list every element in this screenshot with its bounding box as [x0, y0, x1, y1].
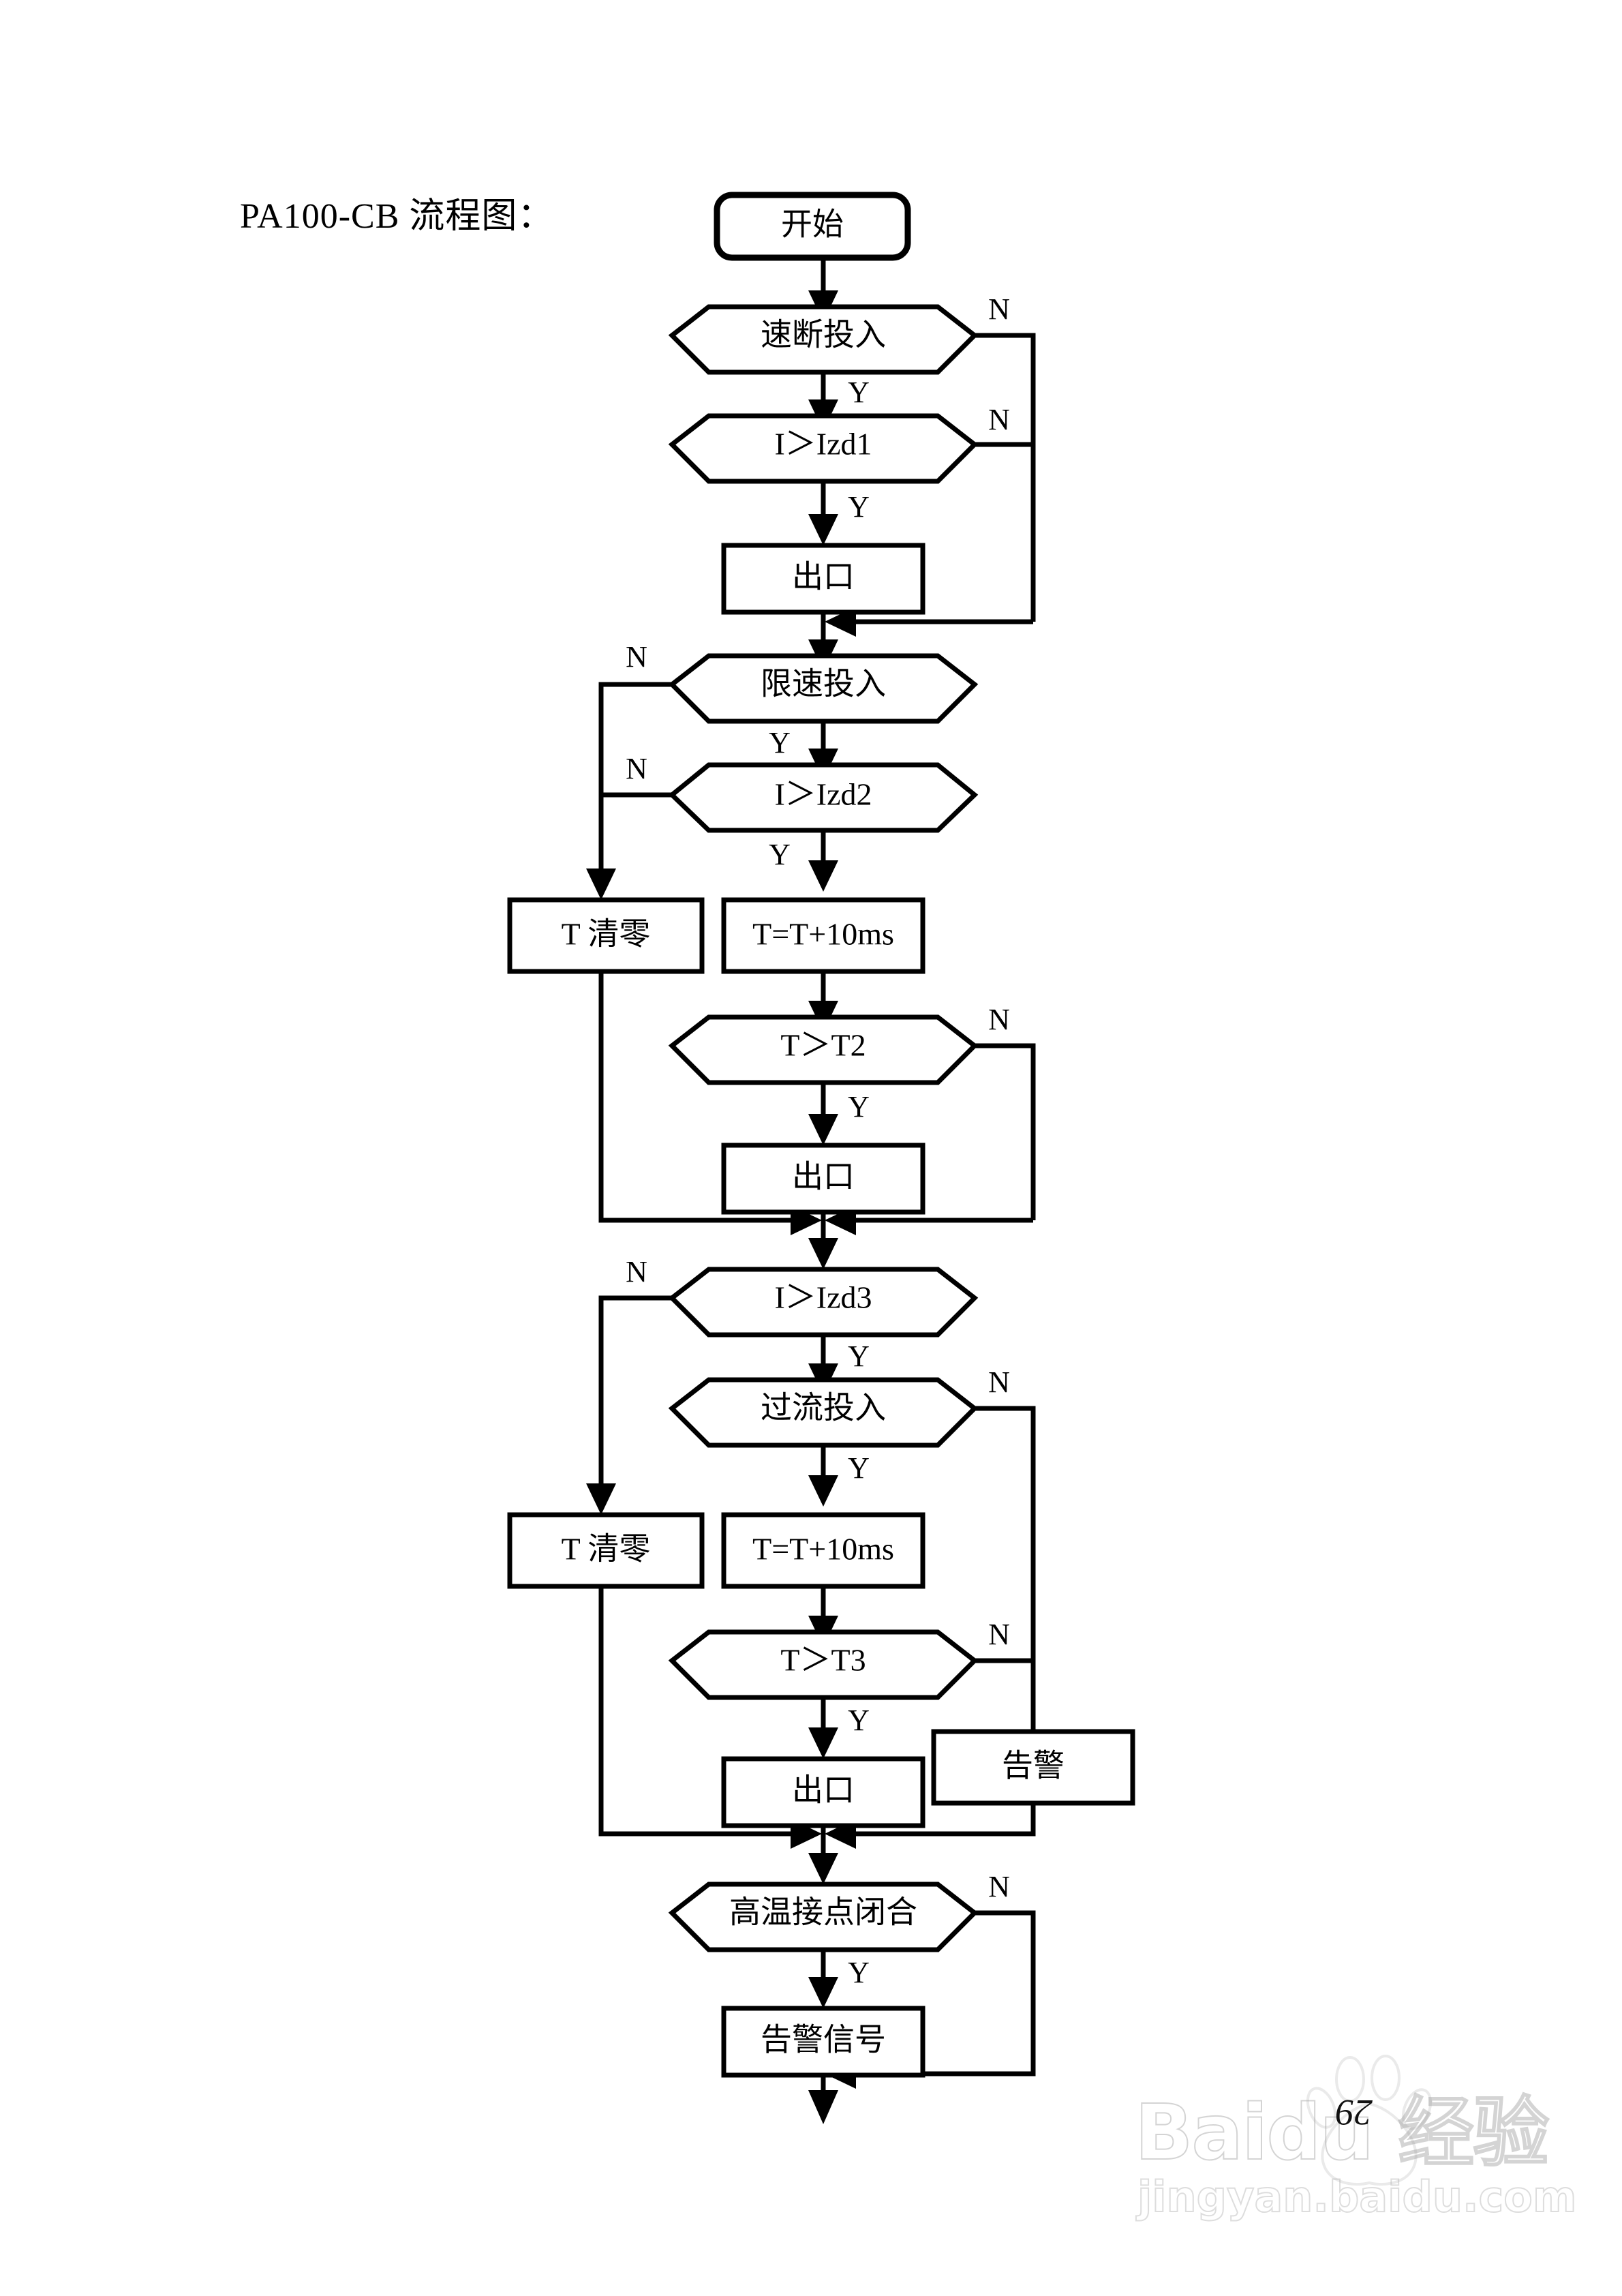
- node-guoliu-label: 过流投入: [761, 1391, 886, 1425]
- page-number: 29: [1336, 2092, 1373, 2133]
- node-izd1-label: I＞Izd1: [774, 427, 872, 462]
- node-sudan-decision[interactable]: 速断投入: [668, 304, 979, 375]
- node-exit3-process[interactable]: 出口: [721, 1756, 925, 1828]
- node-xiansu-label: 限速投入: [761, 667, 886, 701]
- node-izd3-label: I＞Izd3: [774, 1280, 872, 1315]
- branch-label-n-tgt3: N: [988, 1618, 1010, 1651]
- node-tgt2-label: T＞T2: [780, 1028, 866, 1063]
- node-guoliu-decision[interactable]: 过流投入: [668, 1377, 979, 1448]
- branch-label-n-izd3: N: [626, 1255, 647, 1288]
- branch-label-n-guoliu: N: [988, 1365, 1010, 1399]
- node-izd1-decision[interactable]: I＞Izd1: [668, 413, 979, 484]
- branch-label-y-hightemp: Y: [848, 1956, 870, 1989]
- branch-label-n-izd1: N: [988, 403, 1010, 436]
- node-clear2-process[interactable]: T 清零: [507, 1512, 705, 1589]
- node-start-label: 开始: [781, 207, 844, 242]
- node-clear1-process[interactable]: T 清零: [507, 897, 705, 974]
- branch-label-y-tgt2: Y: [848, 1090, 870, 1123]
- node-xiansu-decision[interactable]: 限速投入: [668, 653, 979, 724]
- branch-label-y-sudan: Y: [848, 376, 870, 409]
- node-clear1-label: T 清零: [562, 917, 651, 952]
- branch-label-y-izd3: Y: [848, 1340, 870, 1373]
- node-acc1-process[interactable]: T=T+10ms: [721, 897, 925, 974]
- branch-label-y-guoliu: Y: [848, 1451, 870, 1485]
- branch-label-n-izd2: N: [626, 752, 647, 785]
- branch-label-n-tgt2: N: [988, 1003, 1010, 1036]
- node-acc2-label: T=T+10ms: [752, 1532, 894, 1567]
- node-tgt3-label: T＞T3: [780, 1643, 866, 1678]
- node-acc2-process[interactable]: T=T+10ms: [721, 1512, 925, 1589]
- node-exit1-label: 出口: [792, 560, 855, 594]
- branch-label-y-izd2: Y: [769, 838, 791, 871]
- node-alarm-process[interactable]: 告警: [931, 1729, 1135, 1806]
- node-start[interactable]: 开始: [714, 192, 911, 261]
- branch-labels: N Y N Y N Y N Y N Y N Y N Y N Y N Y: [626, 292, 1010, 1989]
- branch-label-y-tgt3: Y: [848, 1704, 870, 1737]
- branch-label-n-hightemp: N: [988, 1870, 1010, 1903]
- branch-label-y-xiansu: Y: [769, 726, 791, 759]
- page-title: PA100-CB 流程图：: [240, 197, 554, 236]
- node-clear2-label: T 清零: [562, 1532, 651, 1567]
- node-tgt3-decision[interactable]: T＞T3: [668, 1629, 979, 1700]
- node-tgt2-decision[interactable]: T＞T2: [668, 1014, 979, 1085]
- node-alarm-label: 告警: [1002, 1749, 1065, 1783]
- node-acc1-label: T=T+10ms: [752, 917, 894, 952]
- node-exit1-process[interactable]: 出口: [721, 543, 925, 615]
- branch-label-n-sudan: N: [988, 292, 1010, 326]
- node-exit3-label: 出口: [792, 1773, 855, 1808]
- node-izd3-decision[interactable]: I＞Izd3: [668, 1267, 979, 1338]
- node-izd2-label: I＞Izd2: [774, 777, 872, 812]
- node-sudan-label: 速断投入: [761, 318, 886, 352]
- node-hightemp-decision[interactable]: 高温接点闭合: [668, 1882, 979, 1952]
- node-alarmsig-process[interactable]: 告警信号: [721, 2006, 925, 2078]
- node-exit2-process[interactable]: 出口: [721, 1143, 925, 1215]
- branch-label-n-xiansu: N: [626, 640, 647, 674]
- node-hightemp-label: 高温接点闭合: [729, 1895, 917, 1930]
- branch-label-y-izd1: Y: [848, 490, 870, 524]
- node-exit2-label: 出口: [792, 1160, 855, 1194]
- node-izd2-decision[interactable]: I＞Izd2: [668, 762, 979, 833]
- node-alarmsig-label: 告警信号: [761, 2023, 886, 2057]
